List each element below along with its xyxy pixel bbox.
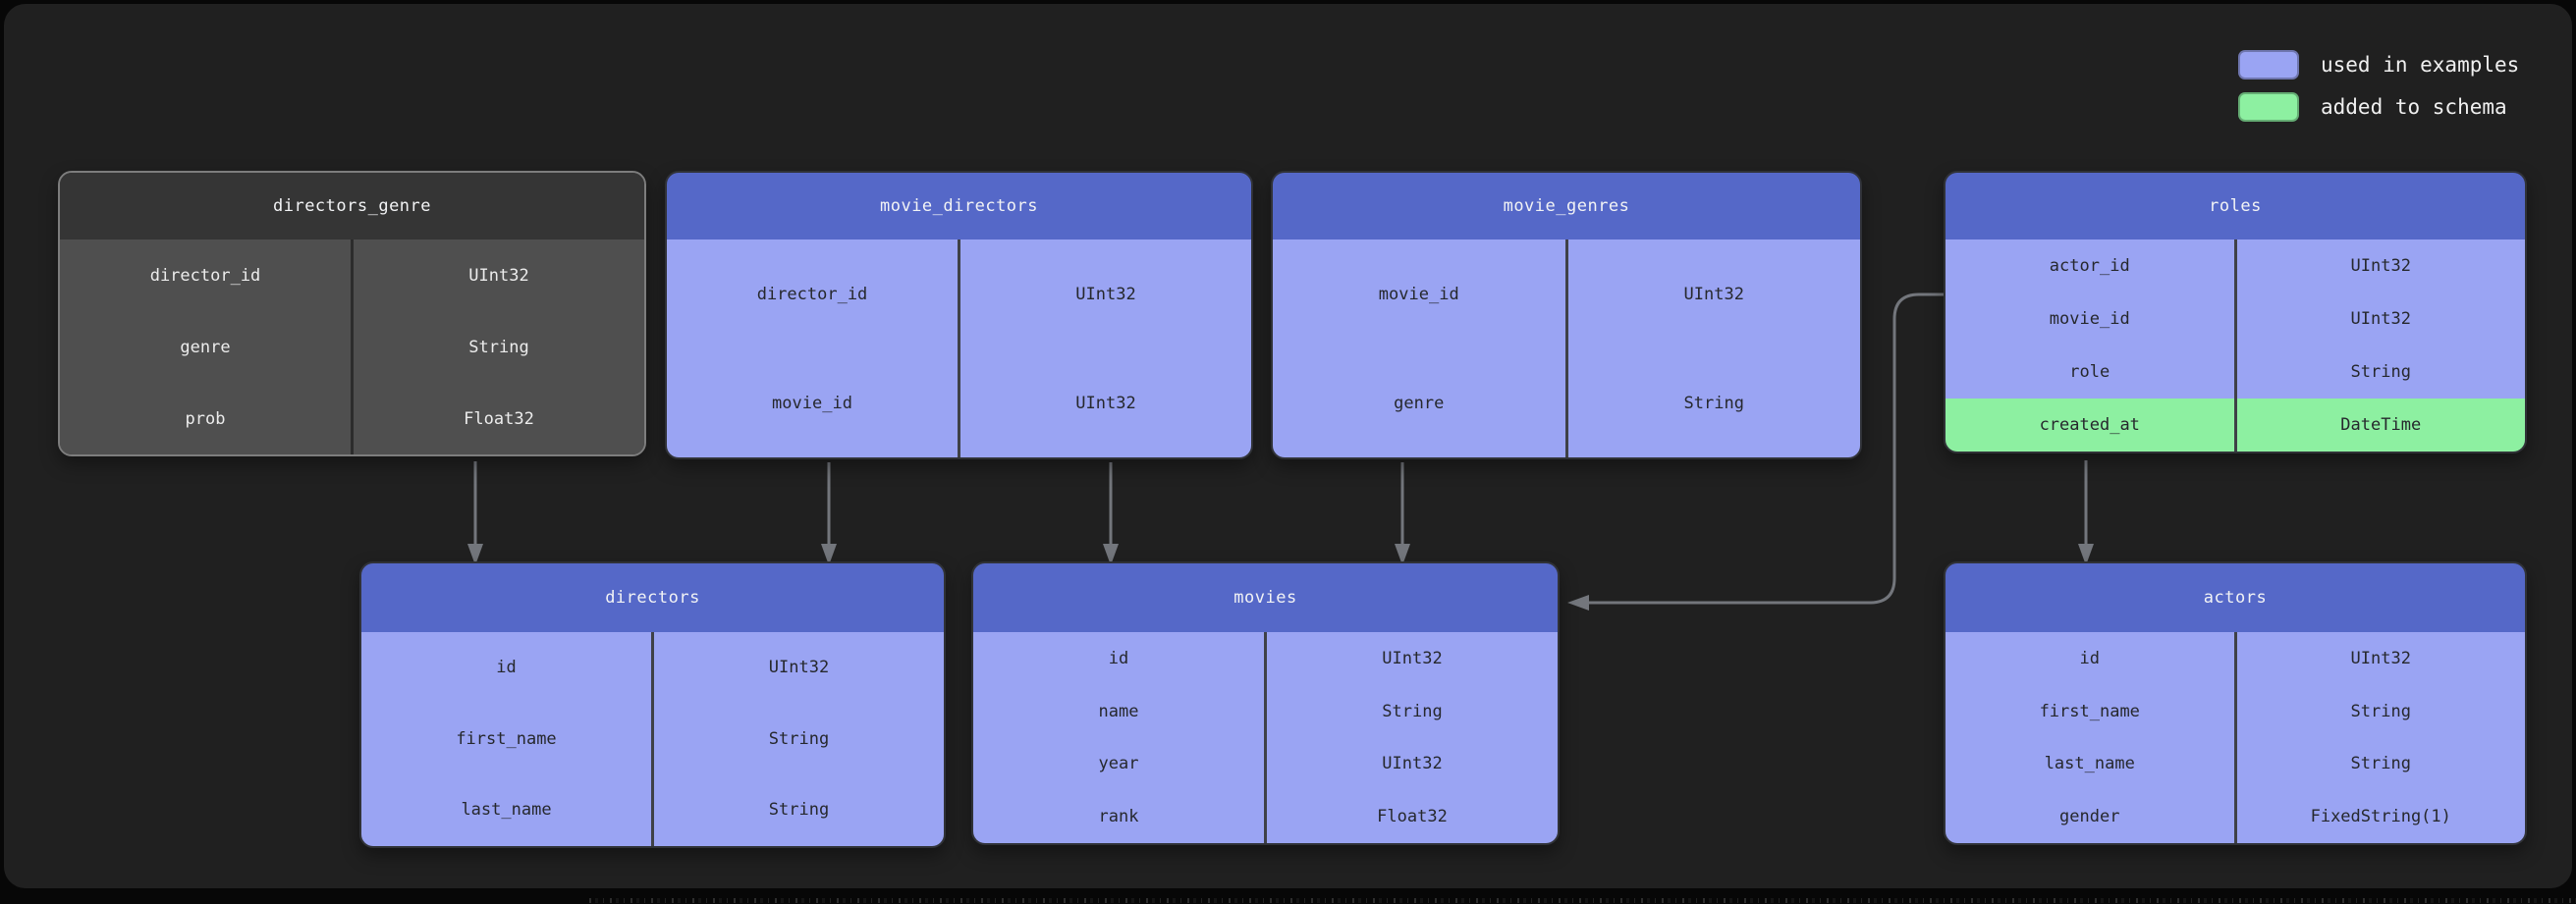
legend-swatch-added-to-schema-icon [2238,92,2299,122]
field-name-cell: movie_id [1946,292,2234,346]
field-name-cell: id [973,632,1264,685]
field-name-cell: director_id [667,239,958,348]
legend-item-used-in-examples: used in examples [2238,50,2519,80]
field-name-cell: director_id [60,239,351,311]
table-title-roles: roles [1946,173,2525,239]
field-name-cell: movie_id [1273,239,1565,348]
field-type-cell: String [2236,737,2525,791]
table-title-movie_genres: movie_genres [1273,173,1860,239]
field-name-cell: prob [60,383,351,454]
field-name-cell: id [361,632,651,704]
bottom-noise-strip [589,898,2576,903]
field-name-cell: first_name [1946,684,2234,738]
legend: used in examples added to schema [2238,50,2519,122]
field-type-cell: String [2236,346,2525,399]
field-type-cell: UInt32 [2236,239,2525,292]
field-type-cell: UInt32 [1267,632,1558,685]
field-type-cell: UInt32 [654,632,944,704]
field-type-cell: UInt32 [2236,632,2525,685]
field-name-cell: movie_id [667,348,958,457]
field-name-cell: genre [1273,348,1565,457]
field-type-cell: FixedString(1) [2236,790,2525,843]
field-type-cell: Float32 [354,383,644,454]
field-name-cell: last_name [1946,737,2234,791]
field-type-cell: UInt32 [354,239,644,311]
field-name-cell: name [973,684,1264,738]
field-type-cell: String [654,774,944,846]
field-type-cell: String [1567,348,1860,457]
field-name-cell: actor_id [1946,239,2234,292]
field-type-cell: UInt32 [1567,239,1860,348]
table-title-movies: movies [973,563,1558,632]
field-name-cell: gender [1946,790,2234,843]
field-name-cell: first_name [361,703,651,774]
field-name-cell: created_at [1946,399,2234,452]
field-type-cell: UInt32 [960,348,1251,457]
table-title-actors: actors [1946,563,2525,632]
field-type-cell: String [1267,684,1558,738]
field-name-cell: id [1946,632,2234,685]
field-type-cell: String [354,311,644,383]
table-title-movie_directors: movie_directors [667,173,1251,239]
field-type-cell: DateTime [2236,399,2525,452]
field-name-cell: genre [60,311,351,383]
field-name-cell: last_name [361,774,651,846]
table-title-directors: directors [361,563,944,632]
legend-label-used-in-examples: used in examples [2321,53,2520,77]
field-type-cell: UInt32 [960,239,1251,348]
field-type-cell: Float32 [1267,790,1558,843]
field-name-cell: role [1946,346,2234,399]
field-type-cell: UInt32 [2236,292,2525,346]
table-title-directors_genre: directors_genre [60,173,644,239]
field-type-cell: String [2236,684,2525,738]
legend-item-added-to-schema: added to schema [2238,92,2519,122]
legend-swatch-used-in-examples-icon [2238,50,2299,80]
field-name-cell: year [973,737,1264,791]
field-type-cell: UInt32 [1267,737,1558,791]
field-name-cell: rank [973,790,1264,843]
legend-label-added-to-schema: added to schema [2321,95,2507,119]
field-type-cell: String [654,703,944,774]
